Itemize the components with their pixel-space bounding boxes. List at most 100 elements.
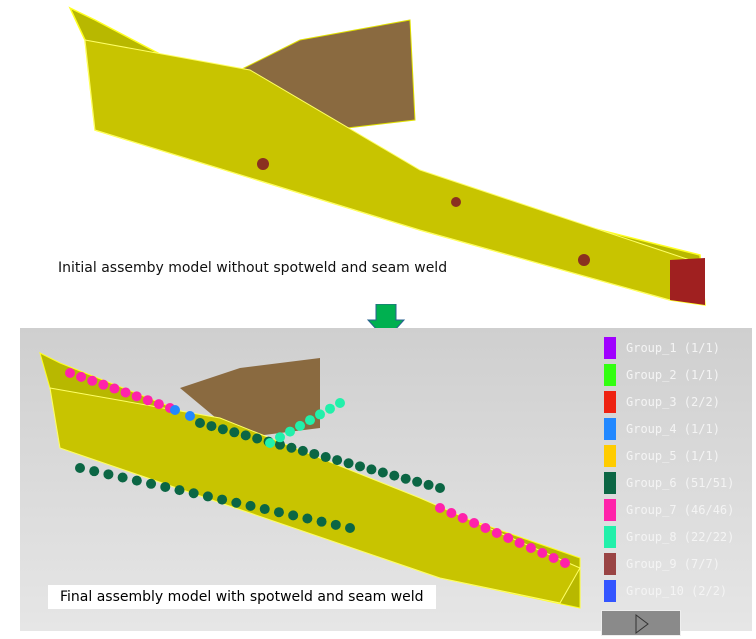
legend-swatch xyxy=(604,444,616,467)
weld-point xyxy=(537,548,548,558)
legend-swatch xyxy=(604,336,616,359)
weld-point xyxy=(491,528,502,538)
legend-item[interactable]: Group_2 (1/1) xyxy=(604,361,734,388)
weld-point xyxy=(195,418,205,428)
weld-point xyxy=(332,455,343,466)
weld-point xyxy=(153,399,164,410)
legend-item[interactable]: Group_4 (1/1) xyxy=(604,415,734,442)
legend-item[interactable]: Group_9 (7/7) xyxy=(604,550,734,577)
weld-point xyxy=(202,491,213,502)
weld-point xyxy=(457,513,468,523)
weld-point xyxy=(288,510,299,521)
weld-point xyxy=(252,433,263,444)
weld-point xyxy=(435,503,445,513)
weld-point xyxy=(345,523,355,533)
weld-point xyxy=(76,371,87,382)
weld-point xyxy=(265,438,275,448)
legend-label: Group_2 (1/1) xyxy=(626,367,720,382)
legend-swatch xyxy=(604,525,616,548)
weld-point xyxy=(245,500,256,511)
weld-point xyxy=(103,469,114,480)
weld-point xyxy=(286,442,297,453)
legend-label: Group_1 (1/1) xyxy=(626,340,720,355)
legend-swatch xyxy=(604,417,616,440)
legend-item[interactable]: Group_8 (22/22) xyxy=(604,523,734,550)
weld-point xyxy=(275,439,285,450)
weld-point xyxy=(285,426,295,437)
legend-label: Group_7 (46/46) xyxy=(626,502,735,517)
weld-point xyxy=(170,405,180,415)
legend-item[interactable]: Group_3 (2/2) xyxy=(604,388,734,415)
weld-point xyxy=(503,533,514,543)
legend-label: Group_4 (1/1) xyxy=(626,421,720,436)
weld-point xyxy=(366,464,377,475)
legend-swatch xyxy=(604,552,616,575)
weld-point xyxy=(325,403,335,414)
weld-point xyxy=(240,430,251,441)
weld-point xyxy=(514,538,525,548)
weld-point xyxy=(330,519,341,530)
legend-item[interactable]: Group_1 (1/1) xyxy=(604,334,734,361)
weld-point xyxy=(343,458,354,469)
viewer-panel: Group_1 (1/1) Group_2 (1/1) Group_3 (2/2) G… xyxy=(20,328,752,636)
weld-point xyxy=(305,415,315,426)
legend-label: Group_6 (51/51) xyxy=(626,475,735,490)
weld-point xyxy=(548,553,559,563)
legend-label: Group_10 (2/2) xyxy=(626,583,728,598)
weld-point xyxy=(109,383,120,394)
legend-item[interactable]: Group_10 (2/2) xyxy=(604,577,734,604)
weld-point xyxy=(295,420,305,431)
weld-point xyxy=(98,379,109,390)
legend-label: Group_8 (22/22) xyxy=(626,529,735,544)
weld-point xyxy=(131,475,142,486)
weld-point xyxy=(229,427,240,438)
weld-point xyxy=(316,516,327,527)
weld-point xyxy=(525,543,536,553)
weld-point xyxy=(217,494,228,505)
weld-point xyxy=(400,473,411,484)
weld-point xyxy=(160,481,171,492)
legend-swatch xyxy=(604,579,616,602)
weld-point xyxy=(315,409,325,420)
weld-point xyxy=(469,518,480,528)
group-legend: Group_1 (1/1) Group_2 (1/1) Group_3 (2/2) G… xyxy=(604,334,734,604)
legend-swatch xyxy=(604,471,616,494)
weld-point xyxy=(273,507,284,518)
weld-point xyxy=(65,368,75,378)
legend-item[interactable]: Group_6 (51/51) xyxy=(604,469,734,496)
weld-point xyxy=(117,472,128,483)
weld-point xyxy=(188,488,199,499)
legend-item[interactable]: Group_7 (46/46) xyxy=(604,496,734,523)
legend-label: Group_9 (7/7) xyxy=(626,556,720,571)
legend-label: Group_5 (1/1) xyxy=(626,448,720,463)
weld-point xyxy=(389,470,400,481)
weld-point xyxy=(174,485,185,496)
play-button[interactable] xyxy=(601,610,681,636)
weld-point xyxy=(355,461,365,472)
weld-point xyxy=(142,395,153,406)
weld-point xyxy=(320,452,331,463)
weld-point xyxy=(297,445,308,456)
legend-item[interactable]: Group_5 (1/1) xyxy=(604,442,734,469)
weld-point xyxy=(206,421,217,432)
weld-point xyxy=(446,508,457,518)
weld-point xyxy=(75,463,85,473)
weld-point xyxy=(146,478,157,489)
weld-point xyxy=(480,523,491,533)
weld-point xyxy=(560,558,570,568)
weld-point xyxy=(217,424,228,435)
weld-point xyxy=(131,391,142,402)
final-caption: Final assembly model with spotweld and s… xyxy=(48,585,436,609)
weld-point xyxy=(412,476,423,487)
final-assembly-model xyxy=(39,352,581,609)
weld-point xyxy=(120,387,131,398)
weld-point xyxy=(275,432,285,443)
initial-assembly-model xyxy=(68,6,706,306)
legend-label: Group_3 (2/2) xyxy=(626,394,720,409)
weld-point xyxy=(87,375,98,386)
initial-caption: Initial assemby model without spotweld a… xyxy=(58,260,448,276)
legend-swatch xyxy=(604,390,616,413)
legend-swatch xyxy=(604,363,616,386)
weld-point xyxy=(423,479,434,490)
weld-point xyxy=(335,398,345,408)
